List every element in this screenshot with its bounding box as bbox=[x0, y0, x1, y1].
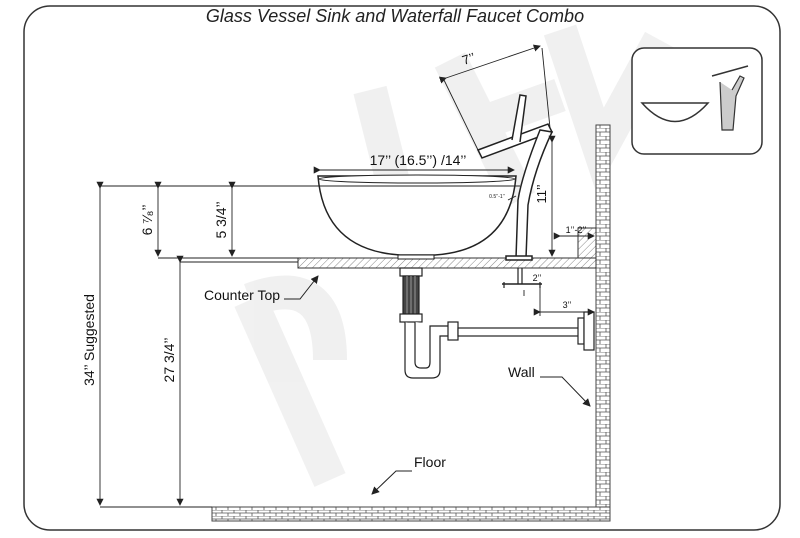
dimension-lines bbox=[96, 44, 595, 508]
total-suggested-label: 34’’ Suggested bbox=[81, 294, 97, 386]
faucet-height-label: 11’’ bbox=[534, 184, 549, 203]
faucet-offset-range-label: 1’’-2’’ bbox=[566, 225, 587, 235]
floor-bricks bbox=[211, 506, 611, 522]
counter-top bbox=[297, 257, 597, 269]
diagram-title: Glass Vessel Sink and Waterfall Faucet C… bbox=[206, 6, 584, 26]
sink-height-label: 5 3/4’’ bbox=[213, 201, 229, 238]
leader-lines bbox=[284, 275, 591, 495]
wall-label: Wall bbox=[508, 364, 535, 380]
counter-top-label: Counter Top bbox=[204, 287, 280, 303]
sink-width-label: 17’’ (16.5’’) /14’’ bbox=[370, 152, 467, 168]
wall-bricks bbox=[595, 124, 611, 522]
vessel-sink bbox=[317, 174, 517, 260]
faucet-base-label: 2’’ bbox=[533, 273, 542, 283]
faucet-spout-width-label: 7’’ bbox=[460, 50, 477, 68]
small-offset-label: 0.5’’-1’’ bbox=[489, 194, 505, 200]
wall-offset-label: 3’’ bbox=[563, 300, 572, 310]
floor-label: Floor bbox=[414, 454, 446, 470]
diagram-frame bbox=[23, 5, 781, 531]
counter-to-floor-label: 27 3/4’’ bbox=[161, 338, 177, 383]
drain-p-trap bbox=[399, 267, 595, 379]
sink-above-counter-label: 6 ⁷⁄₈’’ bbox=[139, 205, 155, 236]
thumbnail-inset bbox=[631, 47, 763, 155]
